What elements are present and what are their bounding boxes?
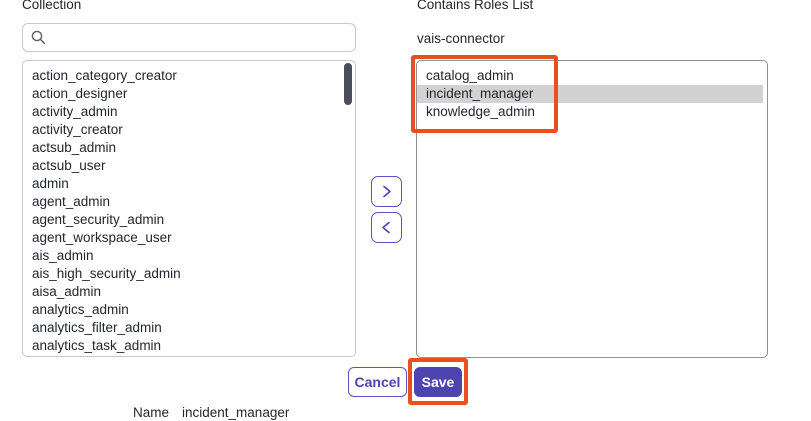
cancel-button[interactable]: Cancel <box>348 367 407 397</box>
contains-roles-list-label: Contains Roles List <box>417 0 534 12</box>
search-icon <box>31 30 46 45</box>
roles-list: catalog_admin incident_manager knowledge… <box>417 61 767 121</box>
move-right-button[interactable] <box>371 176 402 207</box>
list-item[interactable]: analytics_viewer <box>23 355 355 356</box>
list-item[interactable]: analytics_admin <box>32 302 129 317</box>
move-left-button[interactable] <box>371 212 402 243</box>
chevron-right-icon <box>383 185 391 198</box>
list-item[interactable]: analytics_task_admin <box>32 338 162 353</box>
scrollbar-thumb[interactable] <box>344 63 352 105</box>
list-item[interactable]: agent_admin <box>32 194 111 209</box>
list-item[interactable]: action_designer <box>32 86 128 101</box>
name-value: incident_manager <box>182 405 290 420</box>
collection-listbox[interactable]: action_category_creator action_designer … <box>22 60 356 357</box>
list-item[interactable]: agent_workspace_user <box>32 230 172 245</box>
collection-list: action_category_creator action_designer … <box>23 61 355 356</box>
list-item[interactable]: catalog_admin <box>426 68 514 83</box>
collection-label: Collection <box>22 0 82 12</box>
name-row: Name incident_manager <box>133 404 289 421</box>
list-item[interactable]: aisa_admin <box>32 284 102 299</box>
name-label: Name <box>133 405 170 420</box>
list-item[interactable]: analytics_filter_admin <box>32 320 162 335</box>
list-item[interactable]: actsub_user <box>32 158 106 173</box>
list-item[interactable]: knowledge_admin <box>426 104 535 119</box>
list-item[interactable]: ais_admin <box>32 248 94 263</box>
list-item[interactable]: activity_creator <box>32 122 123 137</box>
list-item[interactable]: activity_admin <box>32 104 118 119</box>
list-item[interactable]: ais_high_security_admin <box>32 266 181 281</box>
group-name-label: vais-connector <box>417 31 505 46</box>
roles-listbox[interactable]: catalog_admin incident_manager knowledge… <box>416 60 768 358</box>
list-item-selected[interactable]: incident_manager <box>417 85 763 103</box>
list-item[interactable]: actsub_admin <box>32 140 117 155</box>
list-item[interactable]: action_category_creator <box>32 68 177 83</box>
save-button[interactable]: Save <box>414 367 462 397</box>
collection-search <box>22 23 356 52</box>
list-item[interactable]: agent_security_admin <box>32 212 165 227</box>
list-item[interactable]: admin <box>32 176 69 191</box>
chevron-left-icon <box>382 221 390 234</box>
search-input[interactable] <box>52 24 347 51</box>
